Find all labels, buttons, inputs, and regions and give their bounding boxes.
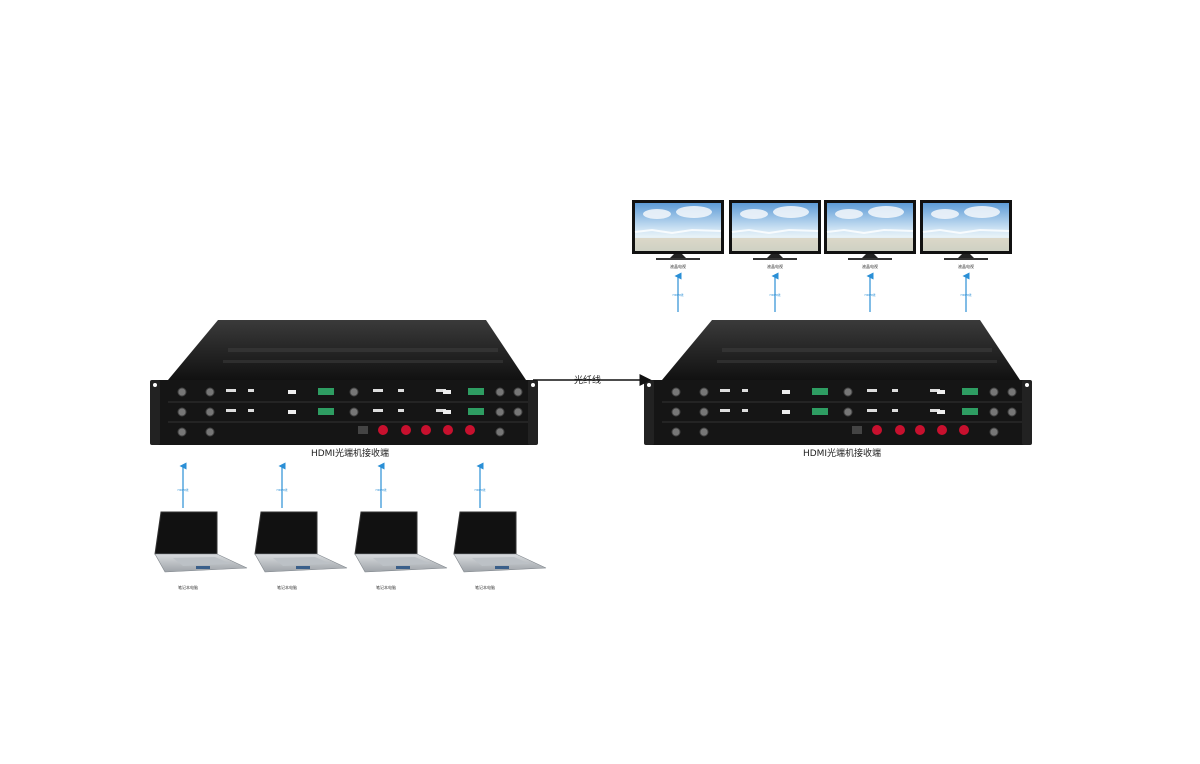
right-rack — [643, 319, 1033, 446]
laptop-1 — [154, 511, 248, 573]
monitor-arrow-label: HDMI线 — [864, 293, 876, 297]
monitor-label: 液晶电视 — [670, 264, 686, 269]
laptop-arrow-label: HDMI线 — [177, 488, 189, 492]
monitor-2 — [728, 199, 822, 261]
monitor-3 — [823, 199, 917, 261]
monitor-arrow-label: HDMI线 — [769, 293, 781, 297]
laptop-arrows — [179, 462, 484, 508]
monitor-label: 液晶电视 — [767, 264, 783, 269]
laptop-label: 笔记本电脑 — [277, 585, 297, 590]
laptop-4 — [453, 511, 547, 573]
laptop-label: 笔记本电脑 — [376, 585, 396, 590]
monitor-4 — [919, 199, 1013, 261]
monitor-label: 液晶电视 — [958, 264, 974, 269]
laptop-arrow-label: HDMI线 — [375, 488, 387, 492]
monitor-arrow-label: HDMI线 — [960, 293, 972, 297]
laptop-label: 笔记本电脑 — [475, 585, 495, 590]
monitor-arrows — [674, 272, 970, 312]
left-rack — [149, 319, 539, 446]
laptop-3 — [354, 511, 448, 573]
fiber-label: 光纤线 — [574, 376, 602, 386]
right-rack-label: HDMI光端机接收端 — [802, 449, 882, 459]
monitor-1 — [631, 199, 725, 261]
laptop-label: 笔记本电脑 — [178, 585, 198, 590]
monitor-label: 液晶电视 — [862, 264, 878, 269]
left-rack-label: HDMI光端机接收端 — [310, 449, 390, 459]
laptop-2 — [254, 511, 348, 573]
laptop-arrow-label: HDMI线 — [276, 488, 288, 492]
monitor-arrow-label: HDMI线 — [672, 293, 684, 297]
laptop-arrow-label: HDMI线 — [474, 488, 486, 492]
